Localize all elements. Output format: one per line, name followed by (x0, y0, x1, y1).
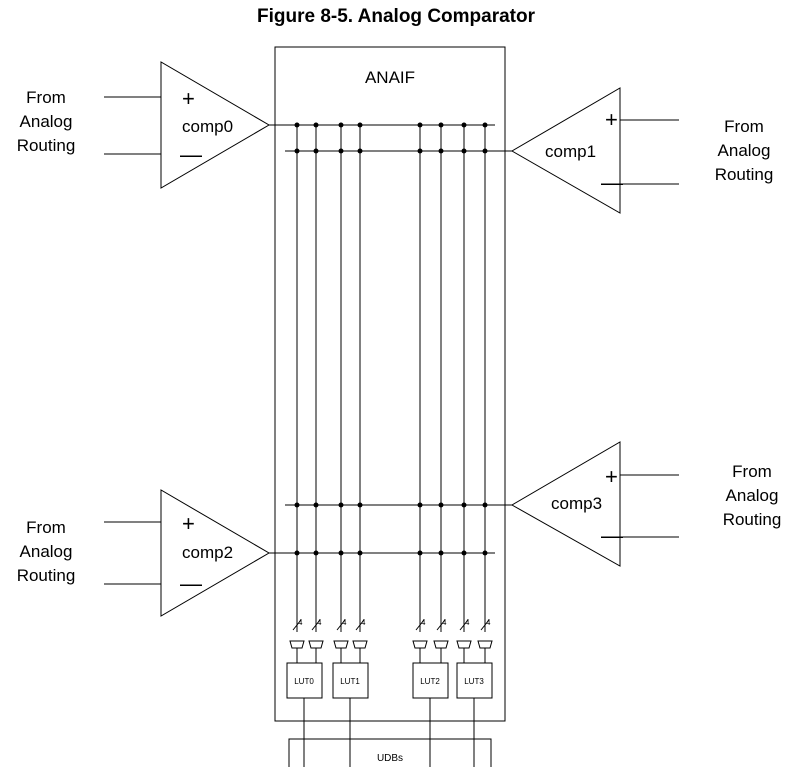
comp3-minus: — (601, 523, 623, 548)
anaif-block (274, 46, 506, 722)
bus-width-mark: 4 (361, 618, 366, 627)
comp3-triangle (510, 441, 621, 567)
comp3-plus: + (605, 464, 618, 489)
comp0-from: From (26, 88, 66, 107)
comp3-routing: Routing (723, 510, 782, 529)
comp3-analog: Analog (726, 486, 779, 505)
lut2-label: LUT2 (420, 677, 440, 686)
mux (308, 640, 324, 649)
figure-title: Figure 8-5. Analog Comparator (257, 6, 535, 27)
anaif-label: ANAIF (365, 68, 415, 87)
comp0-plus: + (182, 86, 195, 111)
comp2-label: comp2 (182, 543, 233, 562)
comp2-plus: + (182, 511, 195, 536)
lut1-label: LUT1 (340, 677, 360, 686)
comp2-triangle (160, 489, 270, 617)
mux (456, 640, 472, 649)
comp0-minus: — (180, 142, 202, 167)
mux (333, 640, 349, 649)
mux (289, 640, 305, 649)
comp3-label: comp3 (551, 494, 602, 513)
udbs-label: UDBs (377, 753, 403, 764)
mux (477, 640, 493, 649)
comp2-minus: — (180, 571, 202, 596)
comp1-routing: Routing (715, 165, 774, 184)
bus-width-mark: 4 (465, 618, 470, 627)
comp2-routing: Routing (17, 566, 76, 585)
comp2-from: From (26, 518, 66, 537)
comp1-analog: Analog (718, 141, 771, 160)
comp0-triangle (160, 61, 270, 189)
comp1-from: From (724, 117, 764, 136)
lut3-label: LUT3 (464, 677, 484, 686)
bus-width-mark: 4 (486, 618, 491, 627)
bus-width-mark: 4 (421, 618, 426, 627)
comp1-minus: — (601, 170, 623, 195)
mux (412, 640, 428, 649)
comp0-analog: Analog (20, 112, 73, 131)
comp0-routing: Routing (17, 136, 76, 155)
bus-width-mark: 4 (442, 618, 447, 627)
comp0-label: comp0 (182, 117, 233, 136)
bus-width-mark: 4 (317, 618, 322, 627)
comp1-label: comp1 (545, 142, 596, 161)
udbs-block (288, 738, 492, 767)
comp3-from: From (732, 462, 772, 481)
comp1-triangle (511, 87, 621, 214)
mux (433, 640, 449, 649)
comp2-analog: Analog (20, 542, 73, 561)
bus-width-mark: 4 (342, 618, 347, 627)
lut0-label: LUT0 (294, 677, 314, 686)
connection-dots (294, 122, 488, 556)
comp1-plus: + (605, 107, 618, 132)
mux (352, 640, 368, 649)
bus-width-mark: 4 (298, 618, 303, 627)
